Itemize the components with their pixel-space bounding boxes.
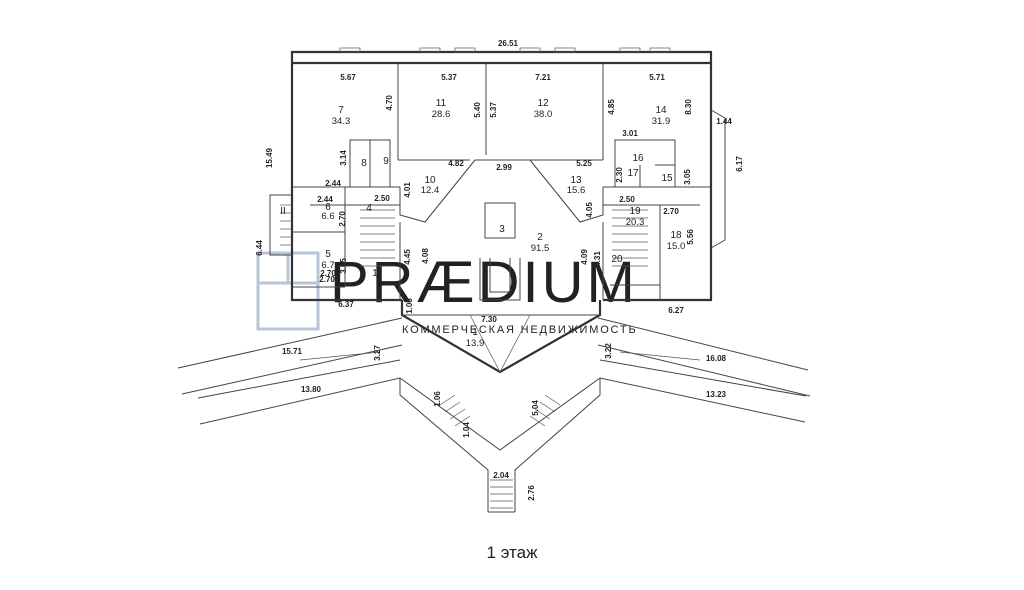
dimension-label: 6.44 <box>255 240 264 256</box>
dimension-label: 4.85 <box>607 99 616 115</box>
dimension-label: 7.21 <box>535 73 551 82</box>
room-number: 1 <box>472 327 478 338</box>
room-number: 14 <box>655 105 667 116</box>
room-number: II <box>280 206 286 217</box>
dimension-label: 2.70 <box>320 269 336 278</box>
dimension-label: 5.67 <box>340 73 356 82</box>
dimension-label: 2.50 <box>374 194 390 203</box>
room-area: 13.9 <box>466 338 485 349</box>
dimension-label: 5.37 <box>441 73 457 82</box>
dimension-label: 1.44 <box>716 117 732 126</box>
dimension-label: 2.30 <box>615 167 624 183</box>
ramps <box>177 317 811 513</box>
dimension-label: 3.05 <box>683 169 692 185</box>
room-number: 11 <box>436 98 447 109</box>
room-area: 34.3 <box>332 116 351 127</box>
watermark-brand: PRÆDIUM <box>330 250 638 315</box>
dimension-label: 3.22 <box>604 343 613 359</box>
room-area: 15.0 <box>667 241 686 252</box>
dimension-label: 2.76 <box>527 485 536 501</box>
room-number: 17 <box>627 168 639 179</box>
room-area: 6.7 <box>321 260 334 271</box>
room-number: 9 <box>383 156 389 167</box>
room-number: 8 <box>361 158 367 169</box>
room-number: 2 <box>537 232 543 243</box>
dimension-label: 4.45 <box>403 249 412 265</box>
dimension-label: 6.27 <box>668 306 684 315</box>
dimension-label: 2.99 <box>496 163 512 172</box>
room-area: 12.4 <box>421 185 440 196</box>
dimension-label: 3.14 <box>339 150 348 166</box>
dimension-label: 4.01 <box>403 182 412 198</box>
dimension-label: 2.50 <box>619 195 635 204</box>
dimension-label: 3.27 <box>373 345 382 361</box>
dimension-label: 7.30 <box>481 315 497 324</box>
room-area: 28.6 <box>432 109 451 120</box>
dimension-label: 13.23 <box>706 390 727 399</box>
entrance <box>400 300 602 374</box>
room-number: 3 <box>499 224 505 235</box>
dimension-label: 8.30 <box>684 99 693 115</box>
room-area: 15.6 <box>567 185 586 196</box>
room-number: 18 <box>670 230 682 241</box>
dimension-label: 4.82 <box>448 159 464 168</box>
dimension-label: 4.31 <box>593 251 602 267</box>
dimension-label: 16.08 <box>706 354 727 363</box>
dimension-label: 13.80 <box>301 385 322 394</box>
dimension-label: 2.04 <box>493 471 509 480</box>
dimension-label: 6.17 <box>735 156 744 172</box>
dimension-label: 5.25 <box>576 159 592 168</box>
dimension-label: 4.70 <box>385 95 394 111</box>
room-area: 20.3 <box>626 217 645 228</box>
room-number: 20 <box>611 254 623 265</box>
dimension-label: 2.70 <box>663 207 679 216</box>
dimension-label: 2.44 <box>325 179 341 188</box>
dimension-label: 1.06 <box>433 391 442 407</box>
dimension-label: 5.40 <box>473 102 482 118</box>
dimension-label: 3.05 <box>339 258 348 274</box>
room-number: 5 <box>325 249 331 260</box>
dimension-label: 15.71 <box>282 347 303 356</box>
room-area: 31.9 <box>652 116 671 127</box>
room-area: 38.0 <box>534 109 553 120</box>
room-area: 91.5 <box>531 243 550 254</box>
dimension-label: 15.49 <box>265 147 274 168</box>
watermark-logo-icon <box>256 251 320 331</box>
building-walls <box>269 47 726 302</box>
room-number: 7 <box>338 105 344 116</box>
room-number: 6 <box>325 202 331 213</box>
room-number: 19 <box>629 206 641 217</box>
dimension-label: 4.09 <box>580 249 589 265</box>
watermark: PRÆDIUM КОММЕРЧЕСКАЯ НЕДВИЖИМОСТЬ <box>256 250 638 336</box>
dimension-label: 5.04 <box>531 400 540 416</box>
room-number: 1 <box>372 268 378 279</box>
room-labels: 7 34.3 11 28.6 12 38.0 14 31.9 8 9 10 12… <box>280 98 685 349</box>
dimension-label: 4.05 <box>585 202 594 218</box>
dimension-label: 5.71 <box>649 73 665 82</box>
room-area: 6.6 <box>321 211 334 222</box>
dimension-labels: 26.51 5.67 5.37 7.21 5.71 4.70 5.40 5.37… <box>255 39 744 501</box>
room-number: 10 <box>424 175 436 186</box>
dimension-label: 2.70 <box>319 275 335 284</box>
room-number: 16 <box>632 153 644 164</box>
room-number: 13 <box>570 175 582 186</box>
room-number: 15 <box>661 173 673 184</box>
dimension-label: 26.51 <box>498 39 519 48</box>
dimension-label: 5.56 <box>686 229 695 245</box>
room-number: 12 <box>537 98 549 109</box>
dimension-label: 2.44 <box>317 195 333 204</box>
dimension-label: 5.37 <box>489 102 498 118</box>
room-number: 4 <box>366 203 372 214</box>
dimension-label: 6.37 <box>338 300 354 309</box>
dimension-label: 1.04 <box>462 422 471 438</box>
floor-label: 1 этаж <box>486 543 538 562</box>
dimension-label: 1.06 <box>405 298 414 314</box>
dimension-label: 4.08 <box>421 248 430 264</box>
dimension-label: 3.01 <box>622 129 638 138</box>
dimension-label: 2.70 <box>338 211 347 227</box>
